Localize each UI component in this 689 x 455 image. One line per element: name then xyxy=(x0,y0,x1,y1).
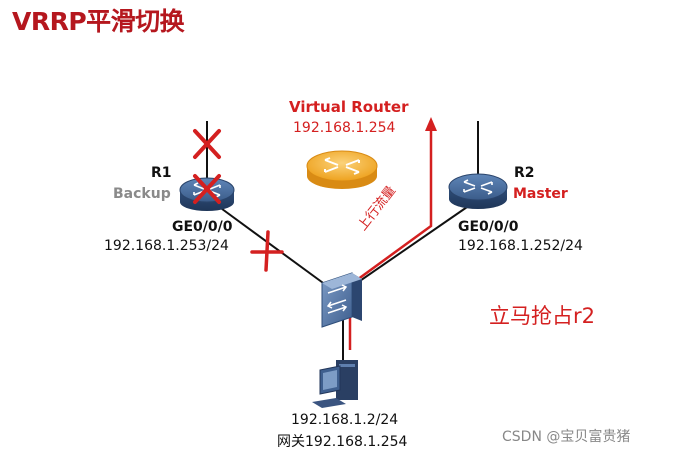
link-r2-switch xyxy=(353,204,471,286)
virtual-router-ip: 192.168.1.254 xyxy=(293,120,396,136)
r2-role-badge: Master xyxy=(513,186,568,202)
r2-ip: 192.168.1.252/24 xyxy=(458,238,583,254)
router-icon xyxy=(448,173,508,209)
page-title: VRRP平滑切换 xyxy=(12,7,185,36)
host-gateway: 网关192.168.1.254 xyxy=(277,434,408,450)
network-links xyxy=(206,121,479,368)
virtual-router-name: Virtual Router xyxy=(289,98,409,116)
switch-icon xyxy=(321,272,362,328)
uplink-arrow-icon xyxy=(348,117,437,350)
r1-port: GE0/0/0 xyxy=(172,219,233,235)
r1-name: R1 xyxy=(151,165,172,181)
virtual-router-icon xyxy=(306,150,378,189)
fail-cross-icon xyxy=(193,174,221,204)
r2-port: GE0/0/0 xyxy=(458,219,519,235)
r1-role-badge: Backup xyxy=(113,186,171,202)
router-icon xyxy=(179,177,235,211)
pc-icon xyxy=(312,360,358,408)
fail-cross-icon xyxy=(250,230,284,272)
link-r1-switch xyxy=(217,205,331,289)
preempt-note: 立马抢占r2 xyxy=(489,304,595,328)
r1-ip: 192.168.1.253/24 xyxy=(104,238,229,254)
fail-cross-icon xyxy=(193,129,221,159)
host-ip: 192.168.1.2/24 xyxy=(291,412,399,428)
watermark: CSDN @宝贝富贵猪 xyxy=(502,429,631,445)
r2-name: R2 xyxy=(514,165,535,181)
